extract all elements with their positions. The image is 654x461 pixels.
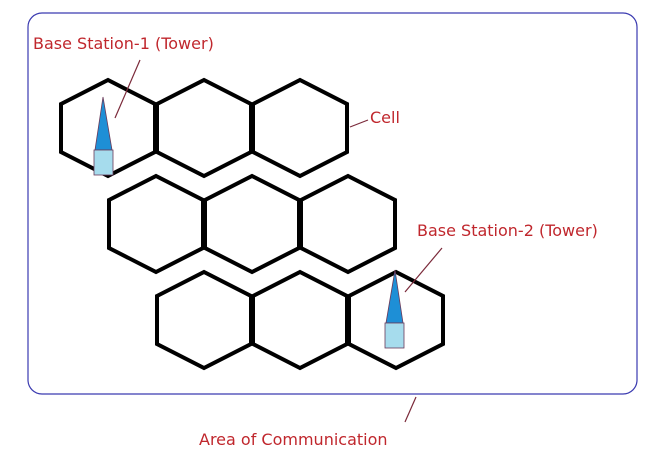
tower-mast [94, 96, 113, 151]
label-leader-lines [114, 59, 443, 423]
tower-icon [93, 96, 114, 176]
cell-hexagon [299, 173, 397, 275]
cell-hexagon [155, 269, 253, 371]
base-station-1-leader [114, 59, 141, 119]
tower-base [93, 149, 114, 176]
cell-label: Cell [370, 108, 400, 127]
area-of-communication-label: Area of Communication [199, 430, 388, 449]
cell-hexagon [155, 77, 253, 179]
area-leader [404, 396, 417, 423]
tower-base [384, 322, 405, 349]
base-station-1-label: Base Station-1 (Tower) [33, 34, 214, 53]
cell-hexagon [251, 269, 349, 371]
hexagonal-cell-grid [59, 77, 445, 371]
tower-icon [384, 269, 405, 349]
communication-area-boundary [27, 12, 638, 395]
cell-hexagon [347, 269, 445, 371]
cell-leader [349, 119, 369, 128]
cell-hexagon [107, 173, 205, 275]
cell-hexagon [251, 77, 349, 179]
cell-hexagon [203, 173, 301, 275]
base-station-2-label: Base Station-2 (Tower) [417, 221, 598, 240]
base-station-2-leader [404, 247, 443, 293]
